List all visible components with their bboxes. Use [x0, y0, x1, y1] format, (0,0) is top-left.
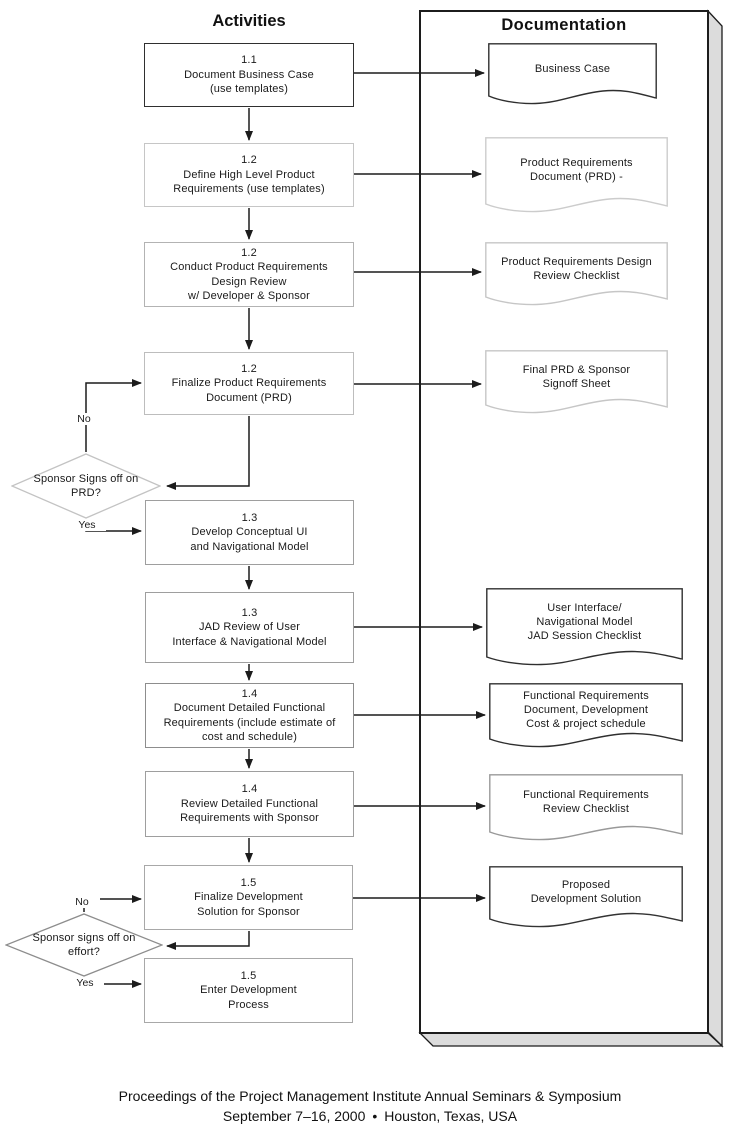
activity-1-2-conduct-product-requirements-design-review: 1.2 Conduct Product Requirements Design … [144, 242, 354, 307]
decision-sponsor-signs-off-prd: Sponsor Signs off on PRD? [11, 453, 161, 519]
document-text: Product Requirements Document (PRD) - [520, 156, 633, 183]
activity-text: 1.1 Document Business Case (use template… [184, 54, 314, 96]
document-text: Product Requirements Design Review Check… [501, 255, 652, 282]
document-shape [486, 588, 683, 666]
document-shape [485, 137, 668, 213]
activity-1-3-develop-conceptual-ui: 1.3 Develop Conceptual UI and Navigation… [145, 500, 354, 565]
decision-sponsor-signs-off-effort: Sponsor signs off on effort? [5, 913, 163, 977]
document-text: Proposed Development Solution [530, 878, 642, 905]
proceedings-footer: Proceedings of the Project Management In… [0, 1087, 740, 1126]
activity-1-2-define-high-level-product-requirements: 1.2 Define High Level Product Requiremen… [144, 143, 354, 207]
activity-text: 1.5 Enter Development Process [200, 969, 297, 1011]
document-text: Functional Requirements Document, Develo… [523, 690, 649, 730]
activity-text: 1.4 Document Detailed Functional Require… [163, 687, 336, 744]
activity-text: 1.2 Finalize Product Requirements Docume… [171, 362, 327, 404]
document-shape [489, 683, 683, 748]
document-business-case: Business Case [488, 43, 657, 105]
document-text: Final PRD & Sponsor Signoff Sheet [522, 363, 631, 390]
activities-column-header: Activities [212, 12, 286, 30]
document-proposed-development-solution: Proposed Development Solution [489, 866, 683, 928]
document-prd: Product Requirements Document (PRD) - [485, 137, 668, 213]
documentation-column-header: Documentation [501, 16, 627, 34]
diamond-shape [5, 913, 163, 977]
branch-label-no: No [66, 413, 102, 425]
activity-1-5-finalize-development-solution: 1.5 Finalize Development Solution for Sp… [144, 865, 353, 930]
activity-text: 1.5 Finalize Development Solution for Sp… [194, 876, 303, 918]
activity-text: 1.2 Conduct Product Requirements Design … [170, 246, 328, 303]
document-shape [485, 242, 668, 306]
activity-text: 1.2 Define High Level Product Requiremen… [173, 154, 325, 196]
activity-text: 1.3 JAD Review of User Interface & Navig… [172, 606, 327, 648]
document-text: Functional Requirements Review Checklist [523, 789, 649, 815]
branch-label-no: No [64, 896, 100, 908]
decision-text: Sponsor signs off on effort? [32, 932, 136, 958]
document-shape [485, 350, 668, 414]
document-jad-session-checklist: User Interface/ Navigational Model JAD S… [486, 588, 683, 666]
document-final-prd-signoff-sheet: Final PRD & Sponsor Signoff Sheet [485, 350, 668, 414]
activity-1-1-document-business-case: 1.1 Document Business Case (use template… [144, 43, 354, 107]
flow-arrows [83, 69, 486, 988]
footer-line-2: September 7–16, 2000 • Houston, Texas, U… [222, 1107, 518, 1124]
document-functional-requirements-document: Functional Requirements Document, Develo… [489, 683, 683, 748]
activity-text: 1.4 Review Detailed Functional Requireme… [180, 783, 319, 825]
activity-1-2-finalize-product-requirements-document: 1.2 Finalize Product Requirements Docume… [144, 352, 354, 415]
activity-1-3-jad-review: 1.3 JAD Review of User Interface & Navig… [145, 592, 354, 663]
footer-line-1: Proceedings of the Project Management In… [118, 1088, 622, 1104]
activity-1-4-review-detailed-functional-requirements: 1.4 Review Detailed Functional Requireme… [145, 771, 354, 837]
document-shape [489, 774, 683, 841]
document-shape [489, 866, 683, 928]
decision-text: Sponsor Signs off on PRD? [33, 473, 139, 499]
diamond-shape [11, 453, 161, 519]
document-design-review-checklist: Product Requirements Design Review Check… [485, 242, 668, 306]
document-text: Business Case [534, 62, 611, 75]
branch-label-yes: Yes [68, 519, 106, 531]
branch-label-yes: Yes [66, 977, 104, 989]
document-functional-requirements-review-checklist: Functional Requirements Review Checklist [489, 774, 683, 841]
activity-1-5-enter-development-process: 1.5 Enter Development Process [144, 958, 353, 1023]
activity-text: 1.3 Develop Conceptual UI and Navigation… [190, 511, 309, 553]
document-text: User Interface/ Navigational Model JAD S… [527, 601, 642, 642]
activity-1-4-document-detailed-functional-requirements: 1.4 Document Detailed Functional Require… [145, 683, 354, 748]
document-shape [488, 43, 657, 105]
